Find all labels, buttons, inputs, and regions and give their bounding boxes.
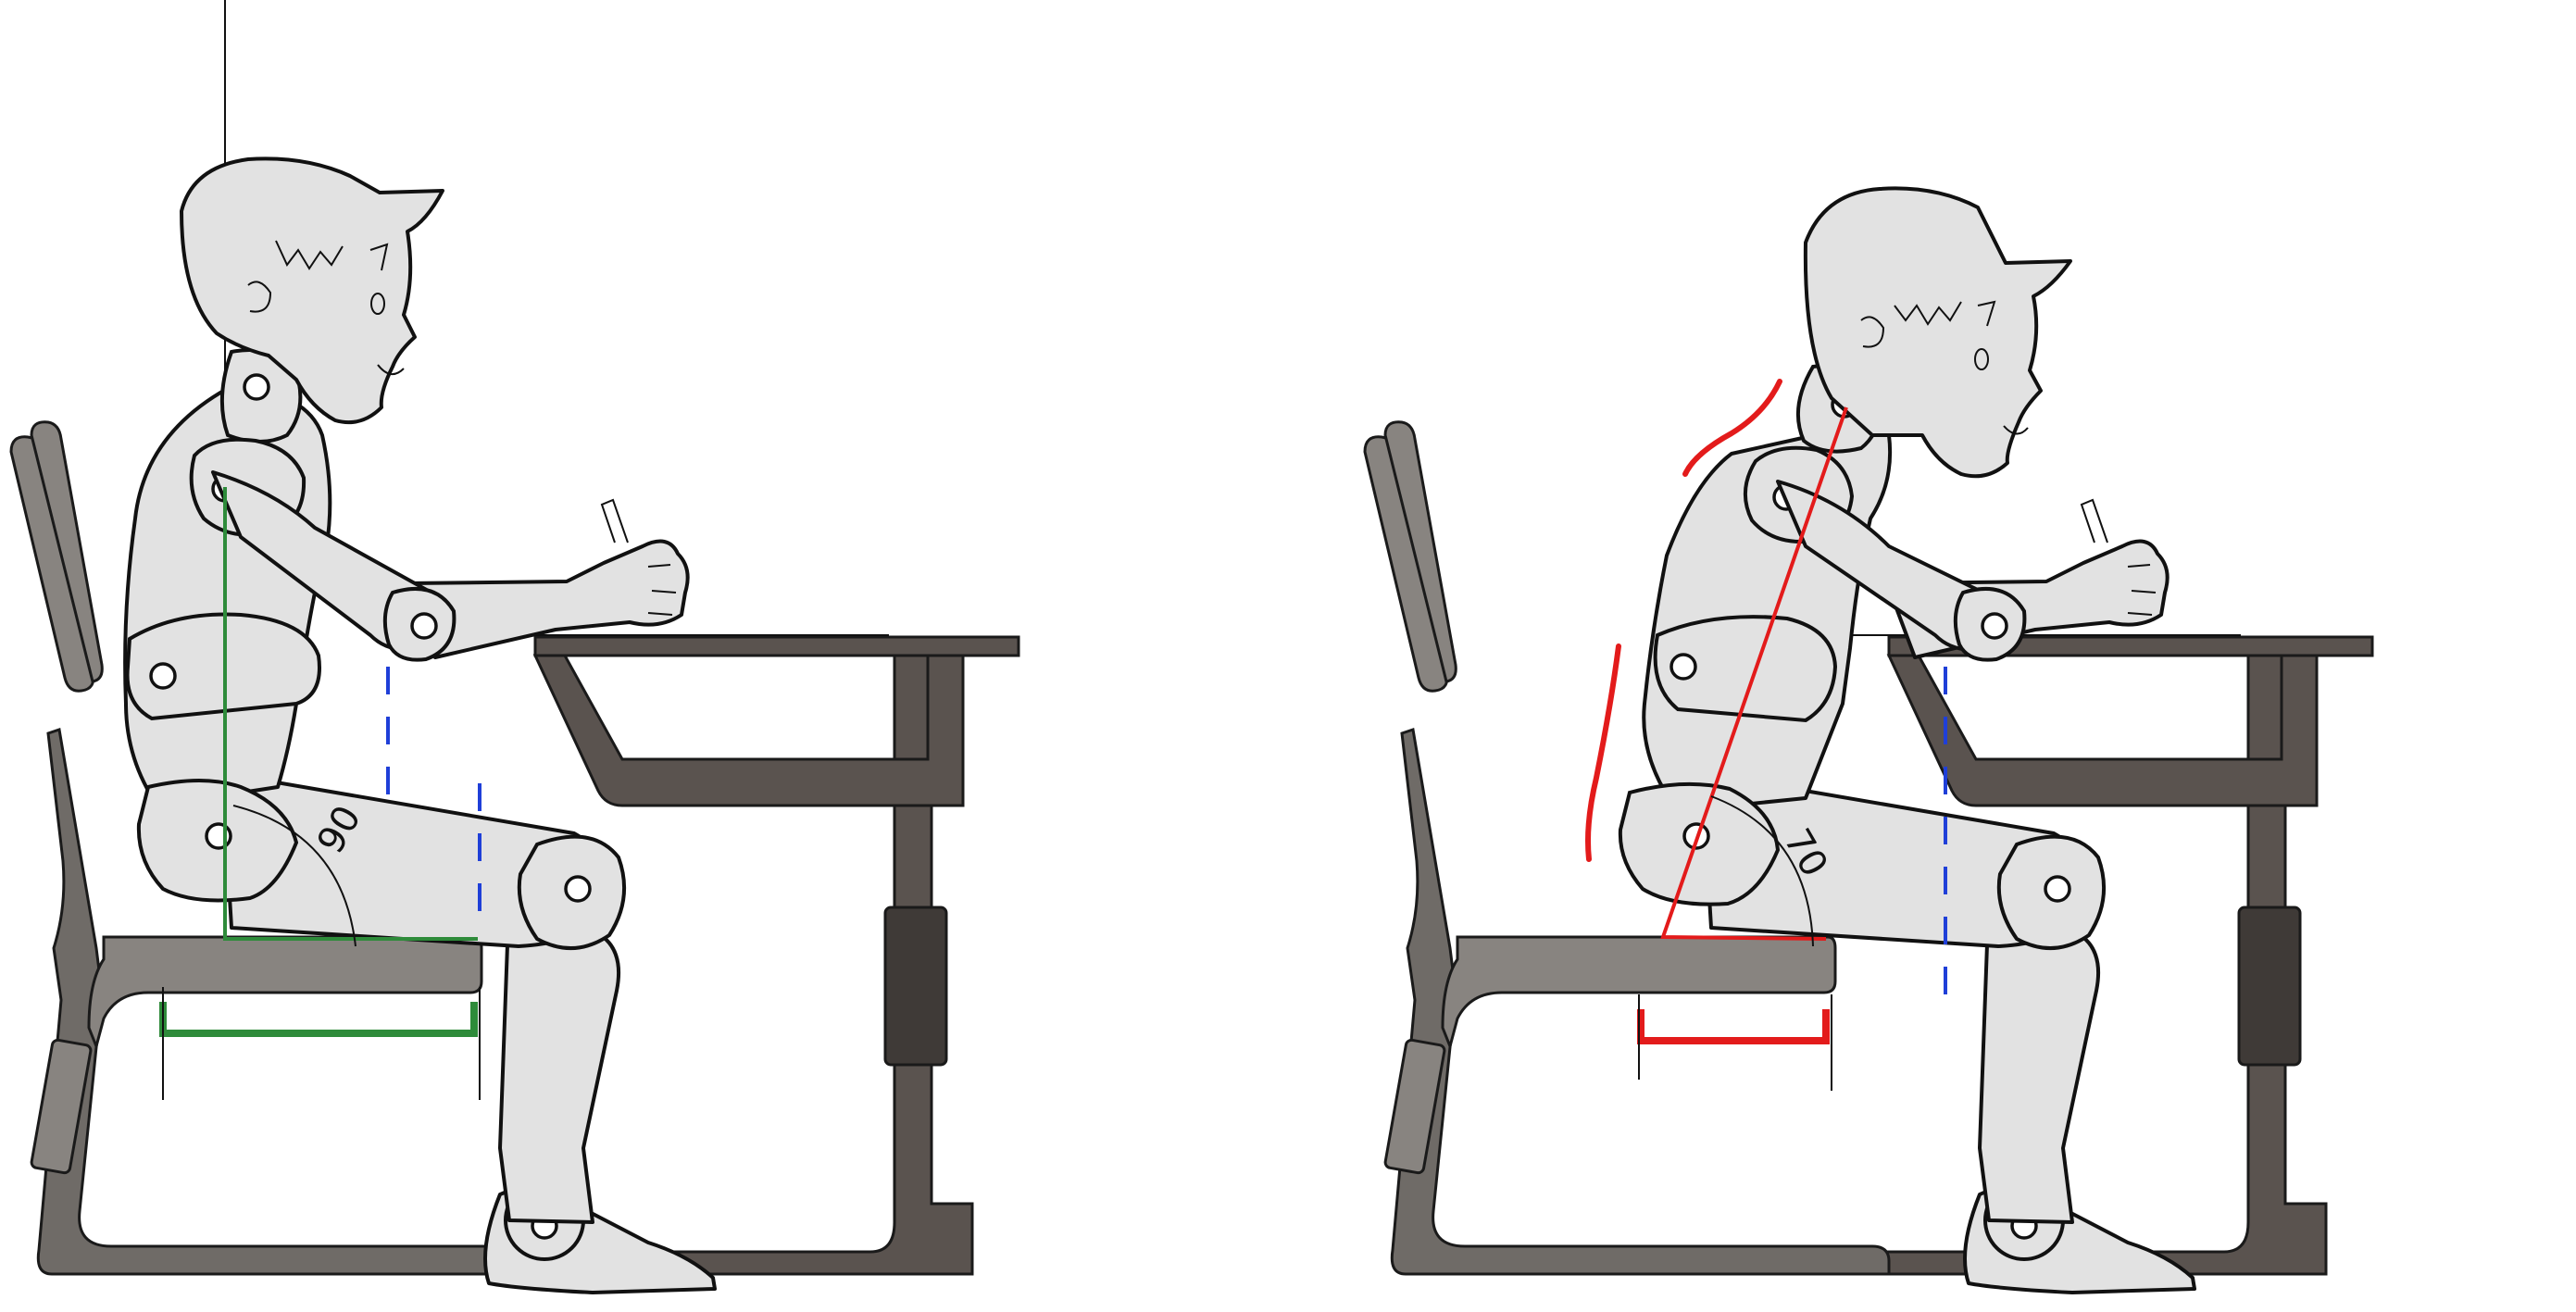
left-panel: 90 xyxy=(9,0,1020,1294)
left-spine-line xyxy=(223,487,478,941)
right-boy-figure xyxy=(1618,186,2196,1294)
right-spine-line xyxy=(1660,406,1848,941)
right-seat-depth-ticks xyxy=(1638,994,1832,1091)
right-panel: 70 xyxy=(1363,186,2374,1294)
left-boy-figure xyxy=(123,156,717,1294)
left-seat-depth-bracket xyxy=(159,1002,478,1037)
right-angle-arc xyxy=(1710,795,1814,947)
right-upper-back-curve xyxy=(1682,379,1782,477)
left-angle-arc xyxy=(232,805,356,947)
left-seat-depth-ticks xyxy=(162,987,481,1100)
right-seat-depth-bracket xyxy=(1637,1009,1830,1044)
right-lower-back-curve xyxy=(1585,644,1621,862)
